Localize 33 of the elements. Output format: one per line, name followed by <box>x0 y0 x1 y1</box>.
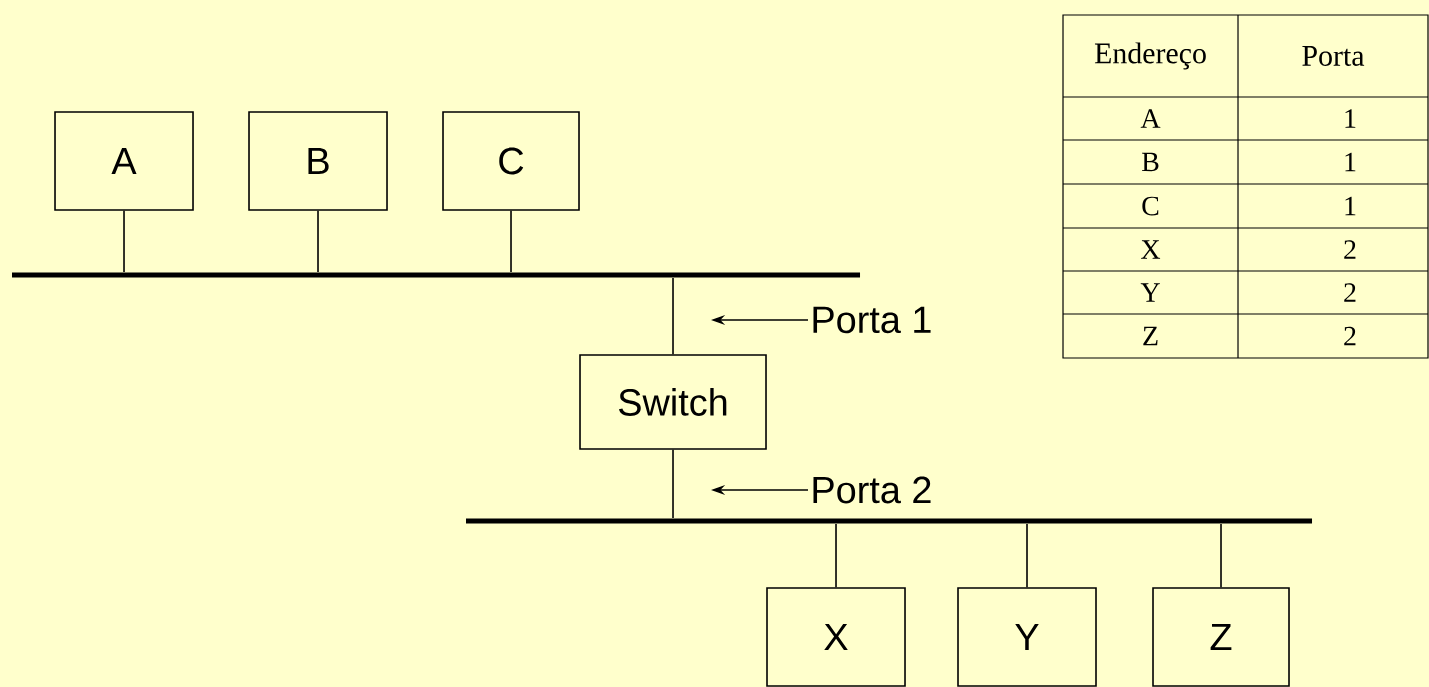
link-line <box>672 449 674 519</box>
network-bus <box>466 518 1312 524</box>
device-box: Y <box>957 587 1097 687</box>
table-cell: 1 <box>1345 196 1356 216</box>
device-box: C <box>442 111 580 211</box>
table-cell: B <box>1142 152 1159 172</box>
table-cell: 1 <box>1345 152 1356 172</box>
table-cell: 2 <box>1344 283 1356 302</box>
link-line <box>1220 523 1222 588</box>
link-line <box>672 277 674 355</box>
port-label: Porta 2 <box>813 476 931 504</box>
table-cell: Y <box>1140 283 1160 302</box>
device-box: X <box>766 587 906 687</box>
table-cell: A <box>1140 109 1161 128</box>
device-box: B <box>248 111 388 211</box>
link-line <box>317 210 319 273</box>
port-label: Porta 1 <box>813 306 931 334</box>
table-cell: 2 <box>1344 240 1356 259</box>
table-cell: C <box>1142 196 1159 216</box>
network-bus <box>12 272 860 278</box>
link-line <box>123 210 125 273</box>
link-line <box>510 210 512 273</box>
table-cell: 1 <box>1345 109 1356 128</box>
device-box: Z <box>1152 587 1290 687</box>
table-cell: Porta <box>1302 46 1365 66</box>
table-cell: 2 <box>1344 326 1356 346</box>
table-cell: X <box>1141 240 1161 259</box>
device-box: Switch <box>579 354 767 450</box>
table-cell: Z <box>1143 326 1158 346</box>
link-line <box>835 523 837 588</box>
device-box: A <box>54 111 194 211</box>
link-line <box>1026 523 1028 588</box>
table-cell: Endereço <box>1094 42 1206 70</box>
